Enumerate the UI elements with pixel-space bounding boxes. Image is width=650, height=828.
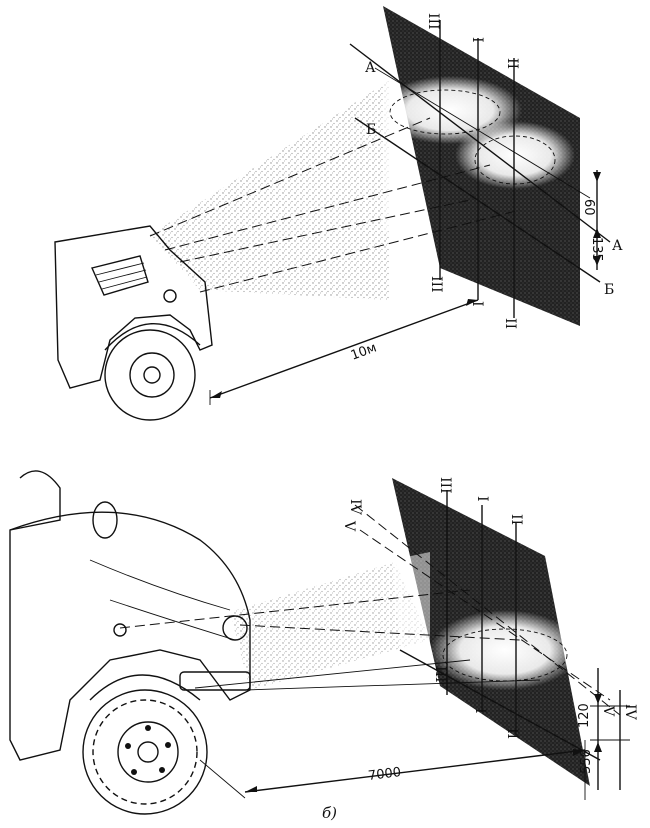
top-wheel-hub: [143, 366, 161, 384]
top-dim-60: 60: [581, 199, 596, 216]
bottom-beam-1: [119, 589, 471, 629]
top-beam-1: [149, 117, 431, 237]
top-line-A2: [374, 67, 591, 199]
bottom-dim-120: 120: [577, 703, 592, 728]
top-label-III: III: [425, 13, 441, 30]
top-beam-3: [179, 199, 471, 263]
top-wheel-outer: [104, 329, 196, 421]
top-label-II-bottom: II: [502, 318, 518, 329]
bottom-distance-label: 7000: [367, 765, 402, 784]
bottom-label-V-left: V: [341, 520, 357, 532]
top-beam-4: [199, 209, 521, 293]
top-fender: [104, 323, 201, 351]
bottom-beam-3: [194, 659, 471, 689]
bottom-label-IV-right: IV: [622, 704, 638, 721]
bottom-truck-cab: [9, 470, 61, 531]
top-dim-135: 135: [589, 237, 604, 262]
bottom-hood-crease: [89, 559, 231, 611]
top-figure: III I II III I II А Б А Б 60 135 10м: [54, 6, 623, 421]
bottom-label-II: II: [508, 514, 524, 525]
figure-caption: б): [322, 804, 337, 822]
top-distance-label: 10м: [349, 340, 379, 363]
top-truck-cab: [54, 225, 213, 389]
top-spot-outline-left: [389, 89, 501, 135]
top-label-I-bottom: I: [469, 301, 485, 307]
bottom-screen-light: [392, 552, 430, 660]
bottom-truck-hood: [9, 511, 251, 761]
bottom-bumper: [179, 671, 251, 691]
bottom-line-IV: [354, 504, 621, 716]
bottom-top-light: [92, 501, 118, 539]
bottom-wheel-hub: [137, 741, 159, 763]
top-headlight: [163, 289, 177, 303]
bottom-headlight: [222, 615, 248, 641]
bottom-wheel-outer: [82, 689, 208, 815]
top-truck-grille: [91, 255, 149, 296]
bottom-beam-4: [244, 679, 541, 691]
bottom-distance-line: [244, 749, 586, 793]
bottom-fog-light: [113, 623, 127, 637]
bottom-line-V: [359, 529, 611, 701]
top-label-B-right: Б: [604, 282, 614, 298]
bottom-figure: III I II III I II IV V V IV 120 556 7000: [9, 470, 638, 815]
top-label-B-left: Б: [366, 122, 376, 138]
top-label-A-left: А: [365, 60, 376, 76]
bottom-label-III: III: [437, 477, 453, 494]
top-label-III-bottom: III: [428, 276, 444, 293]
top-distance-line: [209, 299, 479, 399]
bottom-wheel-rim: [117, 721, 179, 783]
top-label-A-right: А: [612, 238, 623, 254]
bottom-beam-2: [239, 624, 521, 641]
top-line-B: [354, 117, 601, 283]
top-line-A: [349, 43, 611, 243]
top-label-II: II: [504, 58, 520, 69]
bottom-label-V-right: V: [600, 705, 616, 717]
top-light-spot-right: [455, 121, 575, 189]
top-screen-gap: [383, 64, 390, 236]
top-light-beam: [150, 80, 390, 300]
bottom-label-II-bottom: II: [504, 728, 520, 739]
bottom-line-floor: [399, 649, 601, 761]
bottom-label-I: I: [474, 496, 490, 502]
top-wheel-inner: [129, 352, 175, 398]
bottom-fender: [89, 674, 201, 701]
bottom-light-spot: [430, 610, 580, 690]
bottom-wheel-tread: [92, 699, 198, 805]
top-beam-2: [164, 164, 491, 251]
top-label-I: I: [469, 37, 485, 43]
bottom-label-I-bottom: I: [472, 708, 488, 714]
bottom-label-IV-left: IV: [347, 499, 363, 516]
top-spot-outline-right: [474, 135, 556, 185]
bottom-light-beam: [230, 562, 430, 690]
bottom-dim-556: 556: [579, 749, 594, 774]
bottom-label-III-bottom: III: [432, 666, 448, 683]
